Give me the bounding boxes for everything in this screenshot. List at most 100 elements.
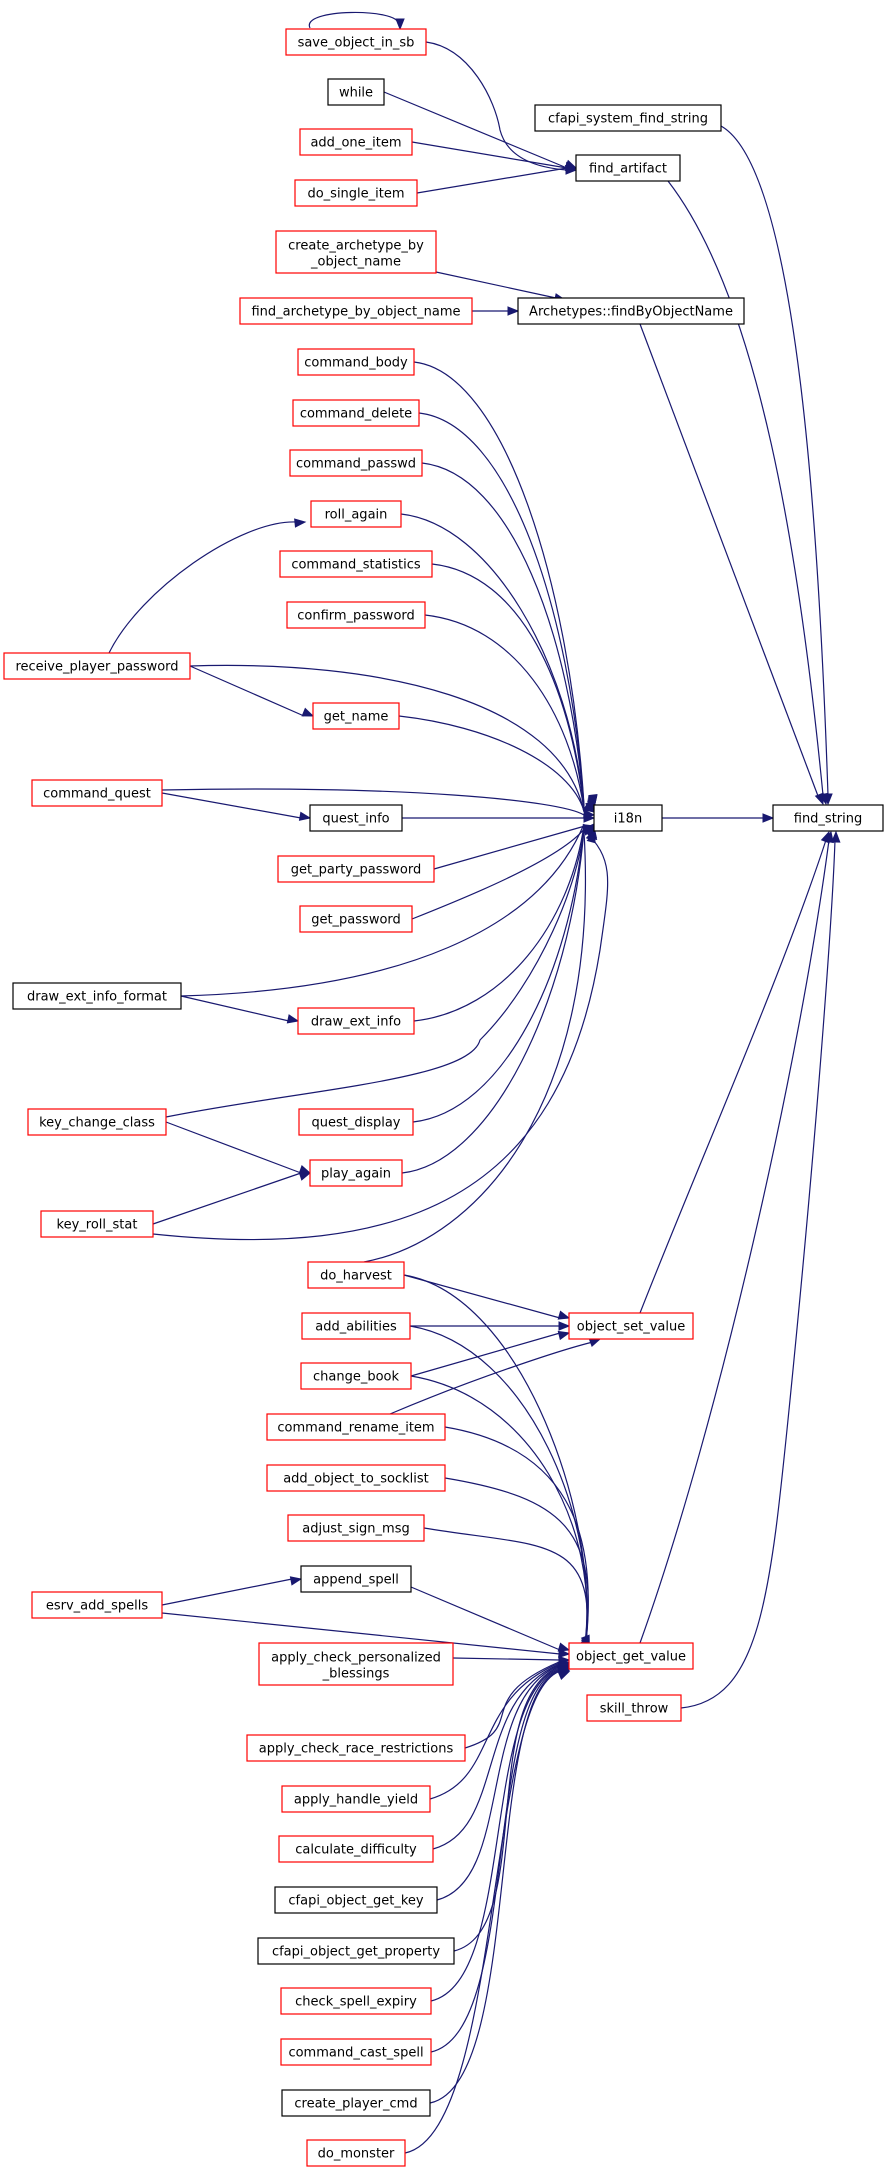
node-receive-player-password[interactable]: receive_player_password: [3, 652, 191, 680]
node-get-password[interactable]: get_password: [299, 905, 413, 933]
node-box: [534, 104, 722, 132]
node-cfapi-system-find-string[interactable]: cfapi_system_find_string: [534, 104, 722, 132]
node-add-abilities[interactable]: add_abilities: [301, 1312, 411, 1340]
node-append-spell[interactable]: append_spell: [300, 1565, 412, 1593]
node-while[interactable]: while: [327, 78, 385, 106]
node-label: apply_check_race_restrictions: [259, 1742, 454, 1757]
node-cfapi-object-get-key[interactable]: cfapi_object_get_key: [274, 1886, 438, 1914]
node-box: [280, 1987, 432, 2015]
node-draw-ext-info[interactable]: draw_ext_info: [297, 1007, 415, 1035]
node-do-single-item[interactable]: do_single_item: [294, 179, 418, 207]
arrowhead: [558, 1648, 571, 1659]
node-do-monster[interactable]: do_monster: [306, 2139, 406, 2167]
node-get-party-password[interactable]: get_party_password: [277, 855, 435, 883]
edge-append_spell-to-object_get_value: [410, 1586, 571, 1652]
node-quest-display[interactable]: quest_display: [298, 1108, 414, 1136]
node-box: [299, 905, 413, 933]
edge-draw_ext_info_format-to-draw_ext_info: [180, 995, 300, 1024]
edge-command_rename_item-to-object_set_value: [389, 1338, 602, 1415]
node-box: [294, 179, 418, 207]
node-check-spell-expiry[interactable]: check_spell_expiry: [280, 1987, 432, 2015]
node-find-artifact[interactable]: find_artifact: [575, 154, 681, 182]
node-command-passwd[interactable]: command_passwd: [289, 449, 423, 477]
edge-command_rename_item-to-object_get_value: [444, 1426, 590, 1654]
node-command-quest[interactable]: command_quest: [31, 779, 163, 807]
node-label: confirm_password: [297, 609, 415, 624]
node-label: quest_info: [322, 812, 389, 827]
node-box: [586, 1694, 682, 1722]
node-label: create_archetype_by: [288, 239, 424, 254]
node-command-rename-item[interactable]: command_rename_item: [266, 1413, 446, 1441]
node-key-change-class[interactable]: key_change_class: [27, 1108, 167, 1136]
edge-command_cast_spell-to-object_get_value: [430, 1668, 571, 2053]
node-box: [300, 1362, 412, 1390]
edge-do_harvest-to-object_get_value: [403, 1274, 590, 1648]
node-apply-check-race-restrictions[interactable]: apply_check_race_restrictions: [246, 1734, 466, 1762]
node-command-cast-spell[interactable]: command_cast_spell: [280, 2038, 432, 2066]
node-label: object_get_value: [576, 1650, 686, 1665]
node-find-string[interactable]: find_string: [772, 804, 884, 832]
edge-find_artifact-to-find_string: [667, 180, 829, 806]
edge-get_party_password-to-i18n: [433, 824, 596, 870]
node-box: [300, 1565, 412, 1593]
arrowhead: [301, 707, 315, 717]
node-find-archetype-by-object-name[interactable]: find_archetype_by_object_name: [239, 297, 473, 325]
node-label: command_statistics: [291, 558, 421, 573]
node-box: [281, 1785, 431, 1813]
node-create-archetype-by-object-name[interactable]: create_archetype_by_object_name: [275, 230, 437, 274]
node-cfapi-object-get-property[interactable]: cfapi_object_get_property: [257, 1937, 455, 1965]
arrowhead: [588, 1338, 602, 1348]
node-box: [297, 1007, 415, 1035]
node-label: do_harvest: [320, 1269, 392, 1284]
node-label: do_monster: [318, 2147, 395, 2162]
edge-object_set_value-to-find_string: [639, 830, 830, 1314]
node-apply-check-personalized-blessings[interactable]: apply_check_personalized_blessings: [258, 1642, 454, 1686]
edge-cfapi_object_get_key-to-object_get_value: [436, 1665, 571, 1901]
node-apply-handle-yield[interactable]: apply_handle_yield: [281, 1785, 431, 1813]
edge-i18n-to-find_string: [662, 813, 775, 823]
node-key-roll-stat[interactable]: key_roll_stat: [40, 1210, 154, 1238]
arrowhead: [814, 792, 824, 806]
node-command-statistics[interactable]: command_statistics: [279, 550, 433, 578]
edge-confirm_password-to-i18n: [424, 614, 597, 812]
node-confirm-password[interactable]: confirm_password: [286, 601, 426, 629]
node-label: Archetypes::findByObjectName: [529, 305, 733, 320]
node-object-get-value[interactable]: object_get_value: [568, 1642, 694, 1670]
node-command-body[interactable]: command_body: [297, 348, 415, 376]
node-box: [327, 78, 385, 106]
node-do-harvest[interactable]: do_harvest: [307, 1261, 405, 1289]
node-label: draw_ext_info: [311, 1015, 401, 1030]
node-quest-info[interactable]: quest_info: [309, 804, 403, 832]
edge-change_book-to-object_set_value: [410, 1330, 571, 1377]
node-box: [306, 2139, 406, 2167]
node-label: cfapi_system_find_string: [548, 112, 708, 127]
node-adjust-sign-msg[interactable]: adjust_sign_msg: [287, 1514, 425, 1542]
node-esrv-add-spells[interactable]: esrv_add_spells: [31, 1591, 163, 1619]
node-box: [289, 449, 423, 477]
node-change-book[interactable]: change_book: [300, 1362, 412, 1390]
node-play-again[interactable]: play_again: [309, 1159, 403, 1187]
node-draw-ext-info-format[interactable]: draw_ext_info_format: [12, 982, 182, 1010]
node-i18n[interactable]: i18n: [593, 804, 663, 832]
node-label: apply_check_personalized: [271, 1651, 441, 1666]
node-label: key_change_class: [39, 1116, 155, 1131]
node-box: [27, 1108, 167, 1136]
node-create-player-cmd[interactable]: create_player_cmd: [281, 2089, 431, 2117]
node-get-name[interactable]: get_name: [312, 702, 400, 730]
node-archetypes-findbyobjectname[interactable]: Archetypes::findByObjectName: [517, 297, 745, 325]
node-box: [275, 230, 437, 274]
edge-create_archetype_by_object_name-to-archetypes_findbyobjectname: [435, 271, 567, 303]
node-label: append_spell: [313, 1573, 399, 1588]
node-box: [312, 702, 400, 730]
node-roll-again[interactable]: roll_again: [310, 500, 402, 528]
node-command-delete[interactable]: command_delete: [292, 399, 420, 427]
node-skill-throw[interactable]: skill_throw: [586, 1694, 682, 1722]
node-add-one-item[interactable]: add_one_item: [299, 128, 413, 156]
node-calculate-difficulty[interactable]: calculate_difficulty: [278, 1835, 434, 1863]
node-save-object-in-sb[interactable]: save_object_in_sb: [285, 28, 427, 56]
arrowhead: [298, 1171, 312, 1181]
edge-esrv_add_spells-to-object_get_value: [161, 1612, 571, 1659]
node-label: get_party_password: [291, 863, 421, 878]
node-add-object-to-socklist[interactable]: add_object_to_socklist: [266, 1464, 446, 1492]
node-object-set-value[interactable]: object_set_value: [568, 1312, 694, 1340]
